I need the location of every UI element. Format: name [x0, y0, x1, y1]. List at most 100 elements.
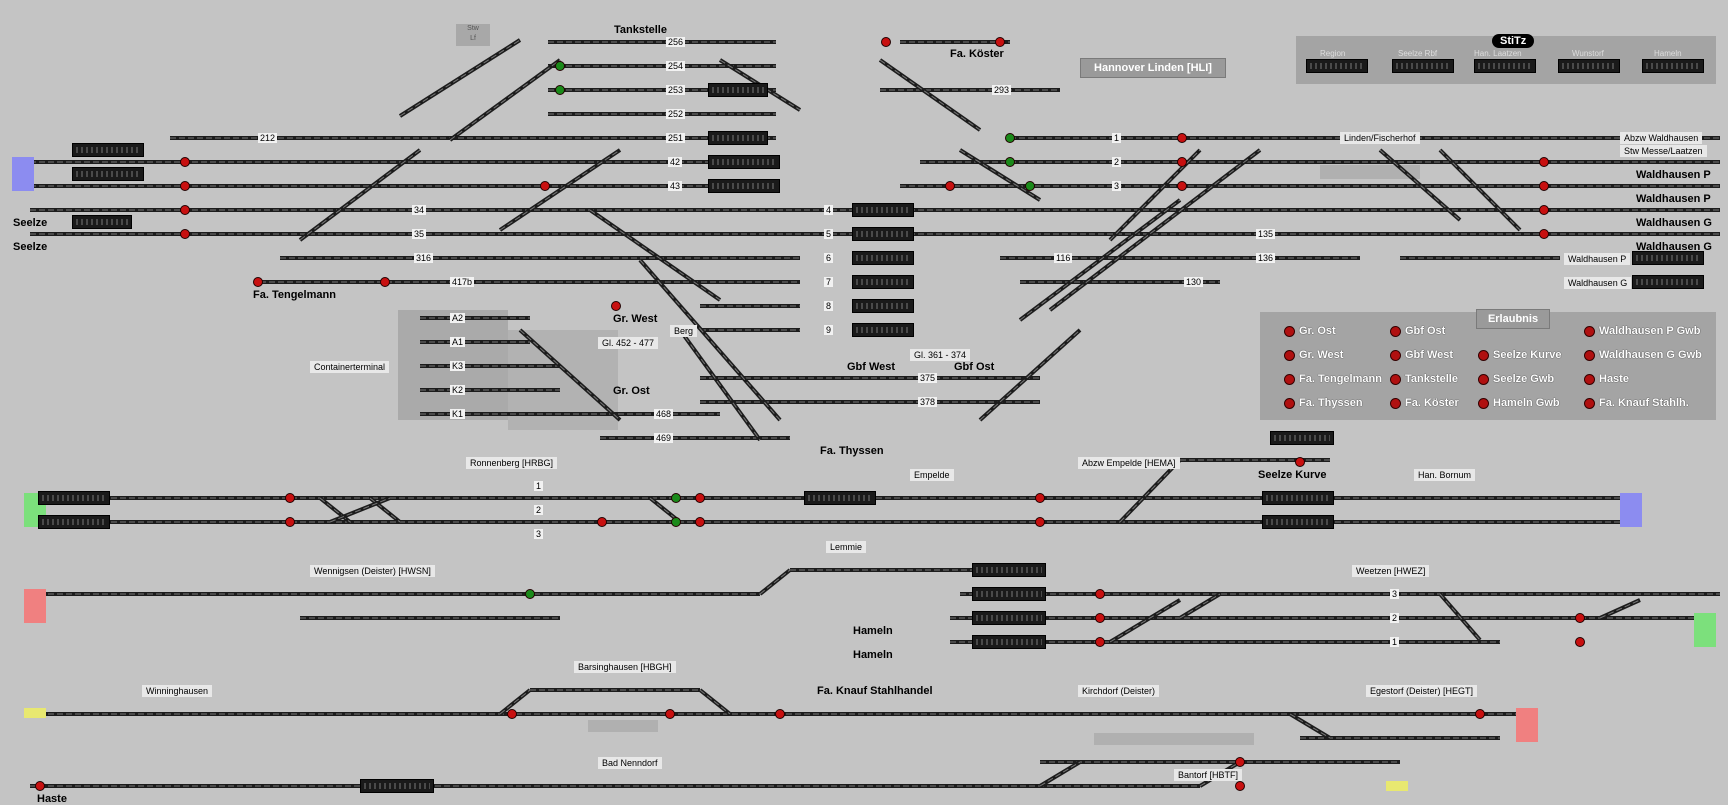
erlaubnis-hameln-gwb[interactable]: Hameln Gwb — [1478, 397, 1560, 409]
erlaubnis-waldhausen-p-gwb[interactable]: Waldhausen P Gwb — [1584, 325, 1700, 337]
signal-icon[interactable] — [285, 517, 295, 527]
signal-icon[interactable] — [180, 205, 190, 215]
edge-marker-bornum-east[interactable] — [1620, 493, 1642, 527]
edge-marker-seelze[interactable] — [12, 157, 34, 191]
signal-icon[interactable] — [597, 517, 607, 527]
station-haste[interactable]: Haste — [37, 793, 67, 805]
track-label-43: 43 — [668, 181, 683, 191]
signal-icon[interactable] — [180, 181, 190, 191]
station-gbf-west[interactable]: Gbf West — [847, 361, 896, 373]
station-hameln-1[interactable]: Hameln — [853, 625, 893, 637]
signal-icon[interactable] — [995, 37, 1005, 47]
track-label-A1: A1 — [450, 337, 466, 347]
station-waldhausen-g-2[interactable]: Waldhausen G — [1636, 241, 1712, 253]
signal-icon[interactable] — [1235, 757, 1245, 767]
station-seelze-1[interactable]: Seelze — [13, 217, 48, 229]
edge-marker-egestorf-east[interactable] — [1516, 708, 1538, 742]
signal-icon[interactable] — [1539, 157, 1549, 167]
station-seelze-2[interactable]: Seelze — [13, 241, 48, 253]
erlaubnis-seelze-gwb[interactable]: Seelze Gwb — [1478, 373, 1554, 385]
signal-icon[interactable] — [35, 781, 45, 791]
station-waldhausen-p-2[interactable]: Waldhausen P — [1636, 193, 1711, 205]
track-label-135: 135 — [1256, 229, 1276, 239]
signal-icon[interactable] — [1575, 637, 1585, 647]
train-number-display — [852, 323, 914, 337]
erlaubnis-gbf-ost[interactable]: Gbf Ost — [1390, 325, 1445, 337]
train-number-display — [708, 155, 780, 169]
signal-icon[interactable] — [253, 277, 263, 287]
station-hameln-2[interactable]: Hameln — [853, 649, 893, 661]
erlaubnis-fa-tengelmann[interactable]: Fa. Tengelmann — [1284, 373, 1382, 385]
erlaubnis-tankstelle[interactable]: Tankstelle — [1390, 373, 1458, 385]
signal-icon[interactable] — [380, 277, 390, 287]
signal-icon[interactable] — [1095, 589, 1105, 599]
signal-icon[interactable] — [695, 517, 705, 527]
track-segment[interactable] — [638, 258, 782, 422]
signal-icon[interactable] — [1539, 181, 1549, 191]
signal-icon[interactable] — [507, 709, 517, 719]
signal-icon[interactable] — [1005, 157, 1015, 167]
signal-icon[interactable] — [881, 37, 891, 47]
signal-icon[interactable] — [671, 493, 681, 503]
signal-icon[interactable] — [1539, 229, 1549, 239]
stitz-pill[interactable]: StiTz — [1492, 34, 1535, 48]
station-fa-thyssen[interactable]: Fa. Thyssen — [820, 445, 884, 457]
signal-icon[interactable] — [180, 157, 190, 167]
station-gr-west[interactable]: Gr. West — [613, 313, 658, 325]
signal-icon[interactable] — [1095, 613, 1105, 623]
track-segment[interactable] — [1378, 148, 1462, 222]
signal-icon[interactable] — [665, 709, 675, 719]
edge-marker-winninghausen[interactable] — [24, 708, 46, 718]
signal-icon[interactable] — [1539, 205, 1549, 215]
signal-icon[interactable] — [1005, 133, 1015, 143]
signal-icon[interactable] — [525, 589, 535, 599]
signal-icon[interactable] — [1025, 181, 1035, 191]
signal-icon[interactable] — [1177, 133, 1187, 143]
signal-icon[interactable] — [1475, 709, 1485, 719]
signal-icon[interactable] — [540, 181, 550, 191]
signal-icon[interactable] — [285, 493, 295, 503]
edge-marker-bantorf-east[interactable] — [1386, 781, 1408, 791]
stw-box[interactable]: Stw Lf — [456, 24, 490, 46]
edge-marker-wennigsen-west[interactable] — [24, 589, 46, 623]
station-seelze-kurve[interactable]: Seelze Kurve — [1258, 469, 1327, 481]
signal-icon[interactable] — [1035, 493, 1045, 503]
erlaubnis-fa-knauf[interactable]: Fa. Knauf Stahlh. — [1584, 397, 1689, 409]
station-waldhausen-p-1[interactable]: Waldhausen P — [1636, 169, 1711, 181]
signal-icon[interactable] — [555, 85, 565, 95]
stitz-display-laatzen — [1474, 59, 1536, 73]
erlaubnis-waldhausen-g-gwb[interactable]: Waldhausen G Gwb — [1584, 349, 1702, 361]
erlaubnis-gbf-west[interactable]: Gbf West — [1390, 349, 1453, 361]
erlaubnis-gr-west[interactable]: Gr. West — [1284, 349, 1343, 361]
erlaubnis-gr-ost[interactable]: Gr. Ost — [1284, 325, 1336, 337]
station-fa-knauf[interactable]: Fa. Knauf Stahlhandel — [817, 685, 933, 697]
signal-icon[interactable] — [180, 229, 190, 239]
station-gr-ost[interactable]: Gr. Ost — [613, 385, 650, 397]
signal-icon[interactable] — [1575, 613, 1585, 623]
station-tankstelle[interactable]: Tankstelle — [614, 24, 667, 36]
station-fa-tengelmann[interactable]: Fa. Tengelmann — [253, 289, 336, 301]
erlaubnis-fa-thyssen[interactable]: Fa. Thyssen — [1284, 397, 1363, 409]
track-centerline — [399, 39, 521, 117]
signal-icon[interactable] — [775, 709, 785, 719]
signal-icon[interactable] — [1235, 781, 1245, 791]
erlaubnis-haste[interactable]: Haste — [1584, 373, 1629, 385]
signal-icon[interactable] — [695, 493, 705, 503]
signal-icon[interactable] — [1035, 517, 1045, 527]
signal-icon[interactable] — [555, 61, 565, 71]
signal-icon[interactable] — [1295, 457, 1305, 467]
signal-icon[interactable] — [611, 301, 621, 311]
station-waldhausen-g-1[interactable]: Waldhausen G — [1636, 217, 1712, 229]
signal-icon[interactable] — [1177, 181, 1187, 191]
signal-icon[interactable] — [1095, 637, 1105, 647]
erlaubnis-seelze-kurve[interactable]: Seelze Kurve — [1478, 349, 1561, 361]
erlaubnis-fa-koester[interactable]: Fa. Köster — [1390, 397, 1459, 409]
signal-icon[interactable] — [671, 517, 681, 527]
area-egestorf: Egestorf (Deister) [HEGT] — [1366, 685, 1478, 697]
signal-icon[interactable] — [945, 181, 955, 191]
edge-marker-weetzen-east[interactable] — [1694, 613, 1716, 647]
signal-icon[interactable] — [1177, 157, 1187, 167]
station-gbf-ost[interactable]: Gbf Ost — [954, 361, 995, 373]
area-linden-fischerhof: Linden/Fischerhof — [1340, 132, 1420, 144]
station-fa-koester[interactable]: Fa. Köster — [950, 48, 1004, 60]
